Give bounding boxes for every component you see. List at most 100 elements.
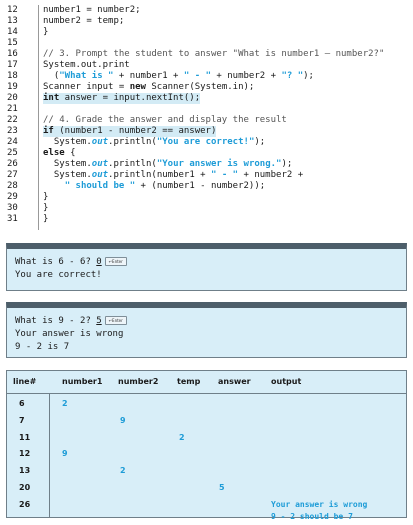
- trace-value-number1: 9: [62, 449, 68, 459]
- console-line: 9 - 2 is 7: [15, 342, 70, 352]
- header-output: output: [271, 377, 302, 386]
- code-token: else: [43, 148, 65, 158]
- trace-value-answer: 5: [219, 483, 225, 492]
- enter-key-icon: ↵Enter: [104, 257, 127, 266]
- code-line: 22 // 4. Grade the answer and display the…: [0, 115, 413, 126]
- code-token: out: [91, 170, 109, 180]
- line-number: 20: [7, 93, 18, 103]
- console-prompt: What is 6 - 6?: [15, 257, 97, 267]
- header-line: line#: [13, 377, 37, 386]
- code-token: + number2 +: [211, 71, 282, 81]
- code-token: System.out.print: [43, 60, 130, 70]
- header-temp: temp: [177, 377, 201, 386]
- code-token: number2 = temp;: [43, 16, 125, 26]
- code-text: " should be " + (number1 - number2));: [43, 181, 266, 192]
- console-user-input: 5: [96, 316, 102, 326]
- code-token: int: [43, 93, 60, 103]
- code-token: + number2 +: [238, 170, 304, 180]
- code-text: number2 = temp;: [43, 16, 124, 27]
- code-line: 29}: [0, 192, 413, 203]
- code-text: number1 = number2;: [43, 5, 141, 16]
- trace-line-number: 26: [19, 499, 31, 509]
- trace-table: line# number1 number2 temp answer output…: [6, 370, 407, 521]
- line-number: 29: [7, 192, 18, 202]
- console-prompt: What is 9 - 2?: [15, 316, 97, 326]
- code-line: 26 System.out.println("Your answer is wr…: [0, 159, 413, 170]
- code-token: .println(: [108, 137, 157, 147]
- code-token: "You are correct!": [156, 137, 255, 147]
- header-answer: answer: [218, 377, 251, 386]
- code-token: "What is ": [59, 71, 114, 81]
- line-number: 24: [7, 137, 18, 147]
- code-text: ("What is " + number1 + " - " + number2 …: [43, 71, 314, 82]
- trace-value-number2: 9: [120, 415, 126, 425]
- code-token: .println(: [108, 159, 157, 169]
- code-text: }: [43, 214, 48, 225]
- enter-key-icon: ↵Enter: [104, 316, 127, 325]
- code-line: 30}: [0, 203, 413, 214]
- code-gutter-divider: [38, 5, 39, 230]
- line-number: 30: [7, 203, 18, 213]
- code-line: 12 number1 = number2;: [0, 5, 413, 16]
- trace-line-number: 6: [19, 399, 25, 408]
- code-token: " - ": [183, 71, 211, 81]
- code-line: 14}: [0, 27, 413, 38]
- code-text: }: [43, 203, 48, 214]
- line-number: 13: [7, 16, 18, 26]
- code-line: 20 int answer = input.nextInt();: [0, 93, 413, 104]
- code-text: System.out.println("Your answer is wrong…: [43, 159, 292, 170]
- code-listing: 12 number1 = number2; 13 number2 = temp;14}…: [0, 5, 413, 225]
- trace-line-number: 20: [19, 483, 31, 492]
- console-line: Your answer is wrong: [15, 329, 124, 339]
- code-token: "Your answer is wrong.": [156, 159, 282, 169]
- code-text: }: [43, 192, 48, 203]
- trace-line-number: 11: [19, 432, 31, 442]
- trace-value-number1: 2: [62, 399, 68, 408]
- code-token: " - ": [211, 170, 239, 180]
- line-number: 21: [7, 104, 18, 114]
- trace-line-number: 7: [19, 415, 25, 425]
- line-number: 27: [7, 170, 18, 180]
- code-token: );: [281, 159, 293, 169]
- line-number: 22: [7, 115, 18, 125]
- trace-value-temp: 2: [179, 432, 185, 442]
- code-token: }: [43, 214, 49, 224]
- trace-output-line: 9 - 2 should be 7: [271, 511, 353, 521]
- highlighted-code-text: int answer = input.nextInt();: [43, 93, 201, 104]
- code-line: 27 System.out.println(number1 + " - " + …: [0, 170, 413, 181]
- code-token: // 3. Prompt the student to answer "What…: [43, 49, 385, 59]
- code-token: out: [91, 137, 109, 147]
- line-number: 28: [7, 181, 18, 191]
- code-line: 21: [0, 104, 413, 115]
- code-token: }: [43, 192, 49, 202]
- code-token: }: [43, 27, 49, 37]
- code-token: Scanner input =: [43, 82, 130, 92]
- code-token: System.: [43, 170, 92, 180]
- line-number: 19: [7, 82, 18, 92]
- code-text: else {: [43, 148, 76, 159]
- code-line: 13 number2 = temp;: [0, 16, 413, 27]
- code-token: (number1 - number2 == answer): [53, 126, 217, 136]
- code-line: 31}: [0, 214, 413, 225]
- code-token: out: [91, 159, 109, 169]
- trace-table-header: line# number1 number2 temp answer output: [7, 371, 406, 394]
- code-token: System.: [43, 159, 92, 169]
- code-token: new: [129, 82, 146, 92]
- console-user-input: 0: [96, 257, 102, 267]
- code-token: }: [43, 203, 49, 213]
- code-token: // 4. Grade the answer and display the r…: [43, 115, 287, 125]
- code-token: answer = input.nextInt();: [59, 93, 201, 103]
- line-number: 16: [7, 49, 18, 59]
- line-number: 15: [7, 38, 18, 48]
- code-line: 16 // 3. Prompt the student to answer "Wh…: [0, 49, 413, 60]
- code-line: 18 ("What is " + number1 + " - " + numbe…: [0, 71, 413, 82]
- line-number: 18: [7, 71, 18, 81]
- code-text: System.out.println(number1 + " - " + num…: [43, 170, 303, 181]
- console-line: What is 6 - 6? 0↵Enter: [15, 255, 406, 268]
- line-number: 25: [7, 148, 18, 158]
- code-text: // 4. Grade the answer and display the r…: [43, 115, 287, 126]
- code-text: }: [43, 27, 48, 38]
- line-number: 12: [7, 5, 18, 15]
